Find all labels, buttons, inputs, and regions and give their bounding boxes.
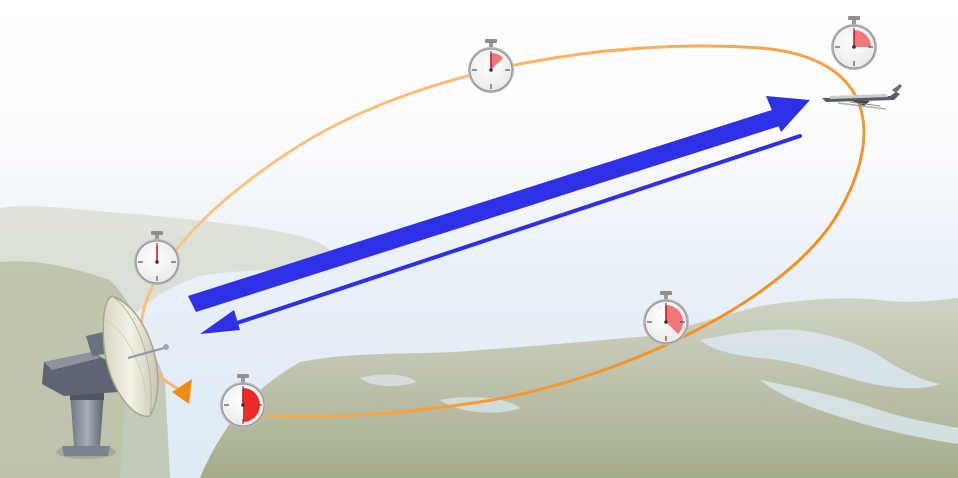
stopwatch-icon — [643, 291, 689, 345]
sea-inlet-2 — [760, 380, 958, 444]
airplane-icon — [822, 84, 902, 110]
elapsed-sector — [243, 388, 260, 422]
timer-path-ellipse — [139, 44, 866, 419]
sea-lake-2 — [360, 374, 416, 387]
elapsed-sector — [854, 30, 871, 47]
stopwatch-icon — [220, 374, 266, 428]
sea-lake — [440, 397, 520, 413]
radar-dish-icon — [42, 295, 169, 459]
elapsed-sector — [491, 53, 504, 70]
echo-arrow — [200, 134, 802, 334]
stopwatch-icon — [134, 231, 180, 285]
stopwatch-icon — [831, 16, 877, 70]
transmitted-pulse-arrow — [188, 96, 810, 312]
elapsed-sector — [666, 305, 683, 335]
sea-inlet — [700, 329, 940, 389]
timer-group — [134, 16, 877, 428]
timer-path-arrowhead — [172, 379, 192, 404]
stopwatch-icon — [468, 39, 514, 93]
